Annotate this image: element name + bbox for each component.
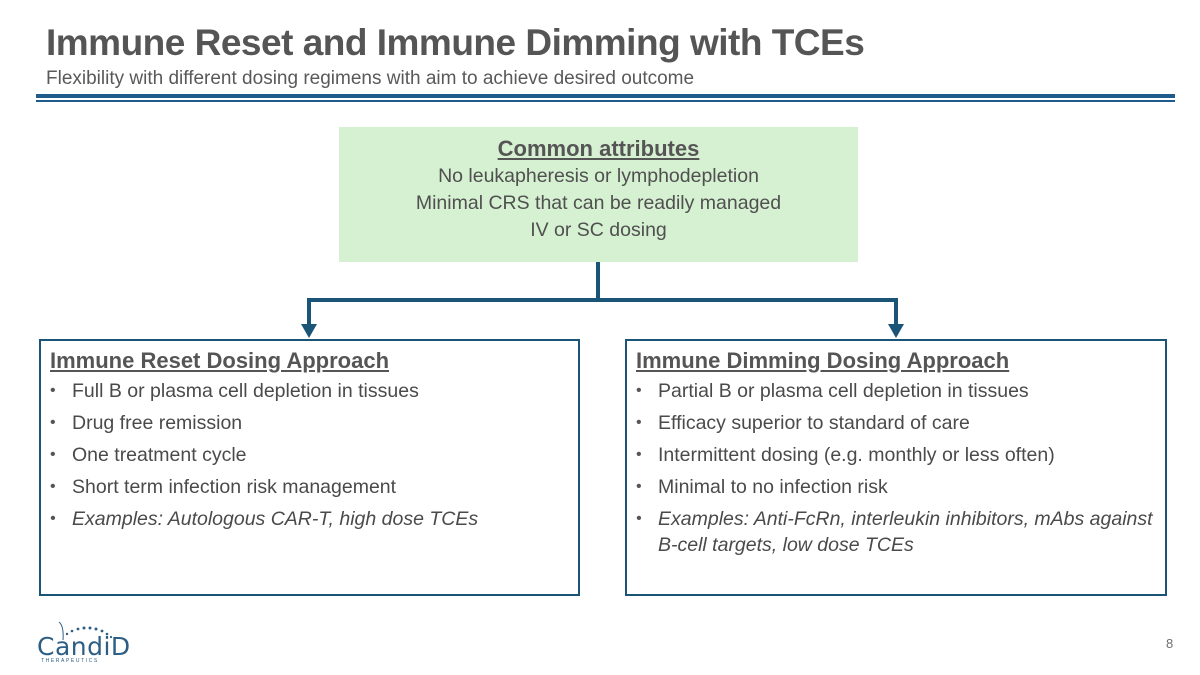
common-attributes-box: Common attributes No leukapheresis or ly… xyxy=(339,127,858,262)
bullet-icon: • xyxy=(50,446,56,463)
bullet-icon: • xyxy=(50,478,56,495)
list-item: •Short term infection risk management xyxy=(50,476,397,498)
common-attribute-line: No leukapheresis or lymphodepletion xyxy=(438,165,759,187)
list-item: •Efficacy superior to standard of care xyxy=(636,412,970,434)
list-item: •One treatment cycle xyxy=(50,444,247,466)
list-item: •Drug free remission xyxy=(50,412,243,434)
header-rule xyxy=(36,94,1175,98)
immune-dimming-heading: Immune Dimming Dosing Approach xyxy=(636,348,1010,373)
immune-dimming-box: Immune Dimming Dosing Approach •Partial … xyxy=(625,339,1167,596)
arrow-down-left-icon xyxy=(301,324,317,338)
logo-wordmark: CandiD xyxy=(37,632,131,661)
bullet-icon: • xyxy=(636,382,642,399)
page-number: 8 xyxy=(1166,636,1174,651)
list-item-example: •Examples: Anti-FcRn, interleukin inhibi… xyxy=(636,508,1153,556)
logo-dots-icon xyxy=(58,621,113,641)
bullet-icon: • xyxy=(636,478,642,495)
header-rule-thin xyxy=(36,100,1175,102)
bullet-icon: • xyxy=(636,414,642,431)
slide-subtitle: Flexibility with different dosing regime… xyxy=(46,68,695,89)
candid-logo: CandiD THERAPEUTICS xyxy=(37,620,131,664)
list-item: •Intermittent dosing (e.g. monthly or le… xyxy=(636,444,1055,466)
immune-reset-list: •Full B or plasma cell depletion in tiss… xyxy=(50,378,568,532)
list-item: •Full B or plasma cell depletion in tiss… xyxy=(50,380,419,402)
list-item-example: •Examples: Autologous CAR-T, high dose T… xyxy=(50,508,479,530)
bullet-icon: • xyxy=(50,414,56,431)
immune-reset-box: Immune Reset Dosing Approach •Full B or … xyxy=(39,339,580,596)
bullet-icon: • xyxy=(50,510,56,527)
bullet-icon: • xyxy=(636,510,642,527)
common-attribute-line: IV or SC dosing xyxy=(530,219,667,241)
bullet-icon: • xyxy=(636,446,642,463)
common-attribute-line: Minimal CRS that can be readily managed xyxy=(415,192,782,214)
logo-tagline: THERAPEUTICS xyxy=(41,658,99,664)
arrow-down-right-icon xyxy=(888,324,904,338)
list-item: •Minimal to no infection risk xyxy=(636,476,888,498)
immune-reset-heading: Immune Reset Dosing Approach xyxy=(50,348,390,373)
list-item: •Partial B or plasma cell depletion in t… xyxy=(636,380,1029,402)
immune-dimming-list: •Partial B or plasma cell depletion in t… xyxy=(636,378,1155,558)
bullet-icon: • xyxy=(50,382,56,399)
slide-title: Immune Reset and Immune Dimming with TCE… xyxy=(46,22,865,63)
common-attributes-heading: Common attributes xyxy=(497,136,700,161)
